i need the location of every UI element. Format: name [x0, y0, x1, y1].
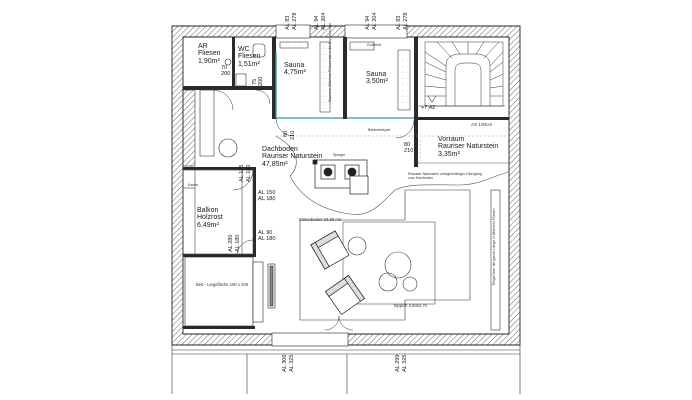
sauna-glass: [275, 52, 414, 119]
window-label-top-2b: AL 204: [321, 12, 327, 30]
note-spiegel: Spiegel: [333, 153, 345, 157]
interior-walls: [183, 37, 509, 329]
note-uebergang: Rauriser Naturstein unregelmäßiger Überg…: [408, 172, 482, 180]
note-dielenboden: Dielenboden 33,86 m2: [299, 217, 342, 222]
bottom-door: [324, 315, 354, 331]
door-dim-vorraum: 80 210: [404, 142, 414, 154]
window-label-top-4: AL 83: [396, 15, 402, 30]
ar-fixtures: [182, 89, 238, 167]
stair-height: AS 100cm: [471, 122, 493, 127]
fireplace: [312, 159, 369, 195]
roof-lines: [256, 135, 509, 201]
window-label-top-3: AL 94: [365, 15, 371, 30]
window-label-left-2: AL 280: [228, 234, 234, 252]
armchairs: [310, 230, 365, 315]
stair-level: +7,42: [421, 105, 436, 111]
window-label-top-1b: AL 278: [292, 12, 298, 30]
wc-fixtures: [224, 43, 266, 87]
teppich: [299, 189, 471, 321]
note-bett: Bett - Liegefläche 180 x 200: [196, 282, 249, 287]
al-label-150: AL 150 AL 180: [258, 190, 276, 202]
regal: [490, 189, 501, 331]
room-balkon: Balkon Holzrost 6,49m²: [197, 207, 223, 229]
window-label-left-1: AL 125: [239, 164, 245, 182]
window-label-left-1b: AL 180: [246, 164, 252, 182]
staircase: [418, 41, 505, 107]
room-sauna-left: Sauna 4,75m²: [284, 62, 306, 77]
window-label-bottom-1b: AL 325: [289, 354, 295, 372]
stone-area: [275, 135, 510, 215]
lower-outline: [171, 345, 521, 394]
window-label-left-2b: AL 180: [235, 234, 241, 252]
note-teppich: Teppich 2,60x2,70: [393, 303, 427, 308]
room-ar: AR Fliesen 1,90m²: [198, 43, 221, 65]
window-label-top-3b: AL 204: [372, 12, 378, 30]
window-label-bottom-2b: AL 325: [402, 354, 408, 372]
window-label-top-2: AL 94: [314, 15, 320, 30]
door-dim-dachboden-w: 80: [283, 130, 289, 137]
note-kamin: Kamin: [188, 183, 199, 187]
door-dim-ar: 70 200: [221, 65, 231, 77]
note-bankbeispiel: Bänkebeispiel: [368, 128, 391, 132]
room-wc: WC Fliesen 1,51m²: [238, 46, 261, 68]
balkon-deck: [182, 169, 254, 255]
room-vorraum: Vorraum Rauriser Naturstein 3,35m²: [438, 136, 499, 158]
sauna-note: Sauna in Milchmix Fliesen bis in die Dac…: [328, 22, 332, 102]
bottom-windows: [271, 332, 349, 347]
bed: [184, 256, 276, 327]
window-label-bottom-1: AL 306: [282, 354, 288, 372]
top-windows: [275, 24, 408, 39]
window-label-top-4b: AL 278: [403, 12, 409, 30]
door-dim-wc-h: 200: [258, 76, 264, 86]
note-gussbrett: Gußbrett: [367, 43, 382, 47]
note-regal: Regal über die ganze Länge in Milchmix F…: [492, 208, 496, 285]
window-label-top-1: AL 83: [285, 15, 291, 30]
al-label-90: AL 90 AL 180: [258, 230, 276, 242]
room-sauna-right: Sauna 3,50m²: [366, 71, 388, 86]
room-dachboden: Dachboden Rauriser Naturstein 47,85m²: [262, 146, 323, 168]
door-dim-dachboden-h: 210: [290, 130, 296, 140]
window-label-bottom-2: AL 299: [395, 354, 401, 372]
sauna-benches: [279, 41, 411, 113]
